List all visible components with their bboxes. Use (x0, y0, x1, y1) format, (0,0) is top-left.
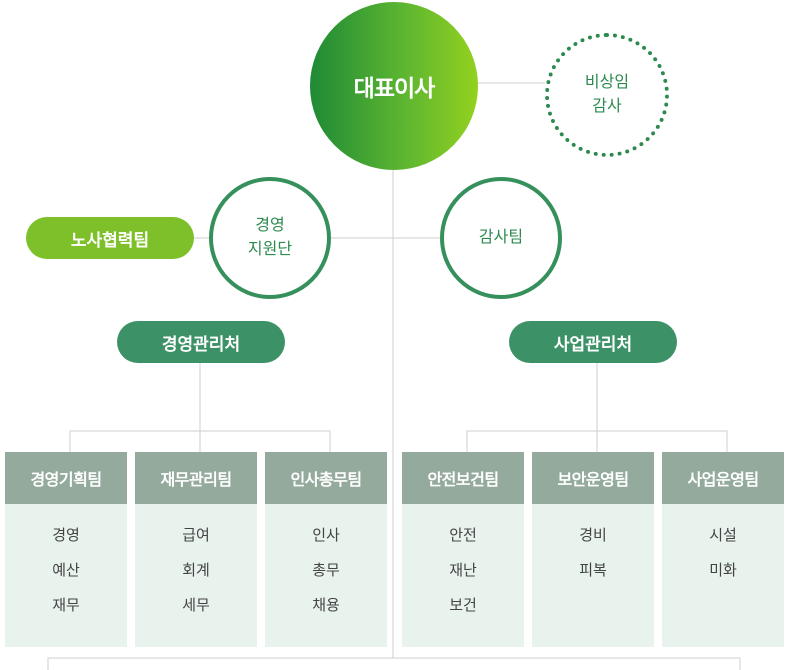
team-name: 경영기획팀 (5, 452, 127, 504)
management-support-line1: 경영 (255, 217, 285, 234)
team-card: 사업운영팀 시설 미화 (662, 452, 784, 647)
management-support-line2: 지원단 (247, 241, 293, 258)
team-name: 인사총무팀 (265, 452, 387, 504)
ceo-node: 대표이사 (310, 2, 478, 170)
auditor-node: 비상임 감사 (545, 33, 669, 157)
duty-item: 재난 (449, 562, 477, 579)
team-name: 안전보건팀 (402, 452, 524, 504)
team-card: 안전보건팀 안전 재난 보건 (402, 452, 524, 647)
duty-item: 채용 (312, 597, 340, 614)
duty-item: 경영 (52, 527, 80, 544)
division-business: 사업관리처 (509, 321, 677, 363)
team-duties: 경비 피복 (532, 504, 654, 594)
duty-item: 시설 (709, 527, 737, 544)
duty-item: 인사 (312, 527, 340, 544)
team-duties: 시설 미화 (662, 504, 784, 594)
duty-item: 급여 (182, 527, 210, 544)
team-duties: 안전 재난 보건 (402, 504, 524, 629)
duty-item: 세무 (182, 597, 210, 614)
ceo-label: 대표이사 (353, 75, 436, 101)
auditor-line2: 감사 (592, 98, 622, 115)
team-card: 인사총무팀 인사 총무 채용 (265, 452, 387, 647)
division-management: 경영관리처 (117, 321, 285, 363)
management-support-node: 경영 지원단 (209, 177, 331, 299)
duty-item: 보건 (449, 597, 477, 614)
team-duties: 경영 예산 재무 (5, 504, 127, 629)
duty-item: 회계 (182, 562, 210, 579)
audit-team-node: 감사팀 (440, 177, 562, 299)
team-name: 사업운영팀 (662, 452, 784, 504)
team-name: 보안운영팀 (532, 452, 654, 504)
audit-team-label: 감사팀 (478, 229, 524, 246)
division-label: 사업관리처 (553, 334, 633, 354)
team-card: 경영기획팀 경영 예산 재무 (5, 452, 127, 647)
team-name: 재무관리팀 (135, 452, 257, 504)
team-card: 보안운영팀 경비 피복 (532, 452, 654, 647)
duty-item: 경비 (579, 527, 607, 544)
labor-team-node: 노사협력팀 (26, 217, 194, 259)
duty-item: 안전 (449, 527, 477, 544)
labor-team-label: 노사협력팀 (70, 230, 150, 250)
duty-item: 예산 (52, 562, 80, 579)
duty-item: 총무 (312, 562, 340, 579)
duty-item: 피복 (579, 562, 607, 579)
division-label: 경영관리처 (161, 334, 241, 354)
team-card: 재무관리팀 급여 회계 세무 (135, 452, 257, 647)
team-duties: 급여 회계 세무 (135, 504, 257, 629)
team-duties: 인사 총무 채용 (265, 504, 387, 629)
duty-item: 재무 (52, 597, 80, 614)
auditor-line1: 비상임 (584, 74, 630, 91)
duty-item: 미화 (709, 562, 737, 579)
